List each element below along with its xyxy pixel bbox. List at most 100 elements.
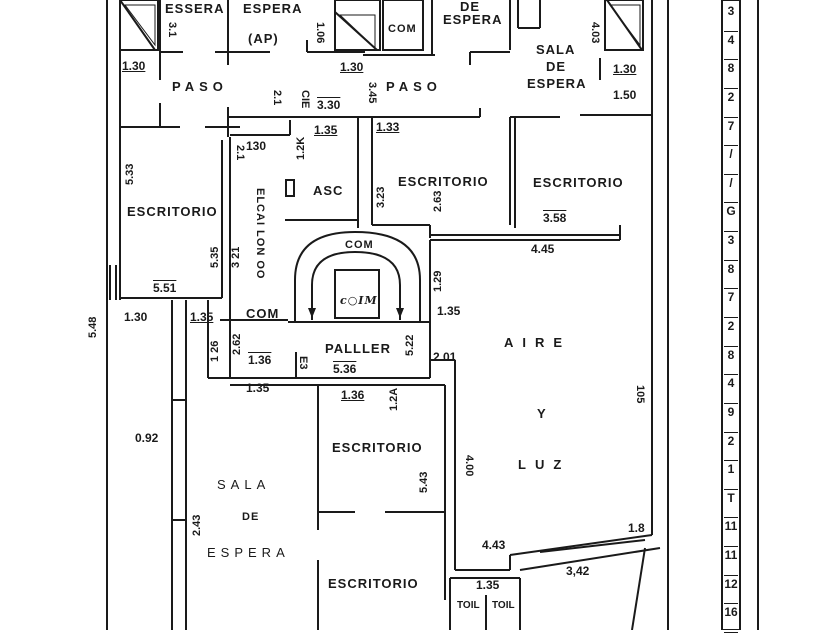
side-strip-cell: 11 [724,548,738,576]
room-label-sala-bottom-2: DE [242,511,260,523]
room-label-espera-ap-sub: (AP) [248,31,279,46]
side-strip-cell: / [724,176,738,204]
dimension-1-35-sala: 1.35 [190,310,214,324]
dimension-1-29: 1.29 [432,270,444,292]
room-label-palier: PALLLER [325,341,391,356]
dimension-cie: CIE [299,90,311,109]
room-label-paso-right: PASO [386,79,442,94]
dimension-5-35: 5.35 [209,246,221,268]
side-strip-cell: 11 [724,519,738,548]
room-label-de-espera-top-1: DE [460,0,481,14]
dimension-1-35-toil: 1.35 [476,578,500,592]
side-strip-cell: T [724,491,738,519]
dimension-1-06: 1.06 [314,22,326,44]
dimension-1-2k: 1.2K [295,136,307,160]
dimension-1-35-aire: 1.35 [437,304,461,318]
side-strip-cell: 8 [724,262,738,290]
room-label-escritorio-left: ESCRITORIO [127,204,218,219]
side-strip-cell: 2 [724,319,738,347]
dimension-5-33: 5.33 [124,163,136,185]
com-top [382,0,424,51]
dimension-2-63: 2.63 [432,190,444,212]
dimension-4-03: 4.03 [589,22,601,44]
room-label-com-left: COM [246,306,280,321]
room-label-aire: AIRE [504,335,572,350]
dimension-1-50: 1.50 [613,88,637,102]
dimension-4-43: 4.43 [482,538,506,552]
side-strip-cell: G [724,204,738,233]
room-label-luz: LUZ [518,457,571,472]
room-label-sala-bottom-1: SALA [217,477,271,492]
dimension-e3: E3 [297,356,309,370]
dimension-1-30-middle: 1.30 [340,60,364,74]
side-strip-cell: / [724,147,738,175]
room-label-com-stair: COM [345,239,374,251]
dimension-3-23: 3.23 [375,186,387,208]
dimension-4-45: 4.45 [531,242,555,256]
room-label-espera-ap: ESPERA [243,1,303,16]
room-label-escritorio-center-top: ESCRITORIO [398,174,489,189]
stair-top-middle [334,0,381,51]
dimension-105: 105 [634,385,646,404]
room-label-asc: ASC [313,183,344,198]
dimension-130-small: 130 [246,139,267,153]
dimension-1-30-left: 1.30 [122,59,146,73]
room-label-y: Y [537,406,547,421]
dimension-1-36-com: 1.36 [248,353,272,367]
dimension-1-26: 1 26 [209,340,221,362]
room-label-de-espera-top-2: ESPERA [443,12,503,27]
dimension-3-58: 3.58 [543,211,567,225]
room-label-toil-left: TOIL [457,600,480,611]
dimension-3-30: 3.30 [317,98,341,112]
side-strip-cell: 3 [724,233,738,261]
room-label-sala-bottom-3: ESPERA [207,545,290,560]
room-label-elcalron: ELCAI LON OO [254,188,266,280]
room-label-com-top: COM [388,23,417,35]
dimension-3-21: 3 21 [230,246,242,268]
stair-curve-outer [294,230,421,322]
side-strip-cell: 3 [724,4,738,32]
dimension-3-1: 3.1 [166,22,178,38]
dimension-4-00: 4.00 [463,455,475,477]
room-label-escritorio-right-top: ESCRITORIO [533,175,624,190]
room-label-toil-right: TOIL [492,600,515,611]
side-strip-cell: 7 [724,119,738,147]
dimension-5-48: 5.48 [87,316,99,338]
dimension-5-36: 5.36 [333,362,357,376]
dimension-1-35-lower: 1.35 [246,381,270,395]
dimension-1-30-sala: 1.30 [124,310,148,324]
dimension-1-35-asc: 1.35 [314,123,338,137]
side-strip-cell: 2 [724,90,738,118]
side-strip-cell: 8 [724,61,738,89]
room-label-escritorio-mid: ESCRITORIO [332,440,423,455]
side-strip-cell: 8 [724,348,738,376]
dimension-5-43: 5.43 [418,471,430,493]
dimension-1-30-right: 1.30 [613,62,637,76]
dimension-2-62: 2.62 [231,333,243,355]
room-label-sala-top-3: ESPERA [527,76,587,91]
room-label-com-stamp: c○IM [340,294,378,307]
dimension-1-8: 1.8 [628,521,645,535]
dimension-3-42: 3,42 [566,564,590,578]
side-strip-cell: 4 [724,33,738,61]
side-strip-cell: 2 [724,434,738,462]
room-label-sala-top-2: DE [546,59,567,74]
dimension-1-33: 1.33 [376,120,400,134]
elevator-box [334,269,380,319]
dimension-2-1-b: 2.1 [234,145,246,161]
dimension-5-51: 5.51 [153,281,177,295]
dimension-2-1: 2.1 [271,90,283,106]
room-label-sala-top-1: SALA [536,42,576,57]
room-label-essera: ESSERA [165,1,225,16]
dimension-1-2a: 1.2A [388,387,400,411]
stair-curve-inner [311,250,401,320]
side-strip-cell: 4 [724,376,738,404]
dimension-3-45: 3.45 [366,82,378,104]
side-strip-cell: 16 [724,605,738,633]
dimension-2-43: 2.43 [191,514,203,536]
stair-top-right [604,0,644,51]
room-label-escritorio-bottom: ESCRITORIO [328,576,419,591]
side-strip-cell: 9 [724,405,738,433]
dimension-0-92: 0.92 [135,431,159,445]
